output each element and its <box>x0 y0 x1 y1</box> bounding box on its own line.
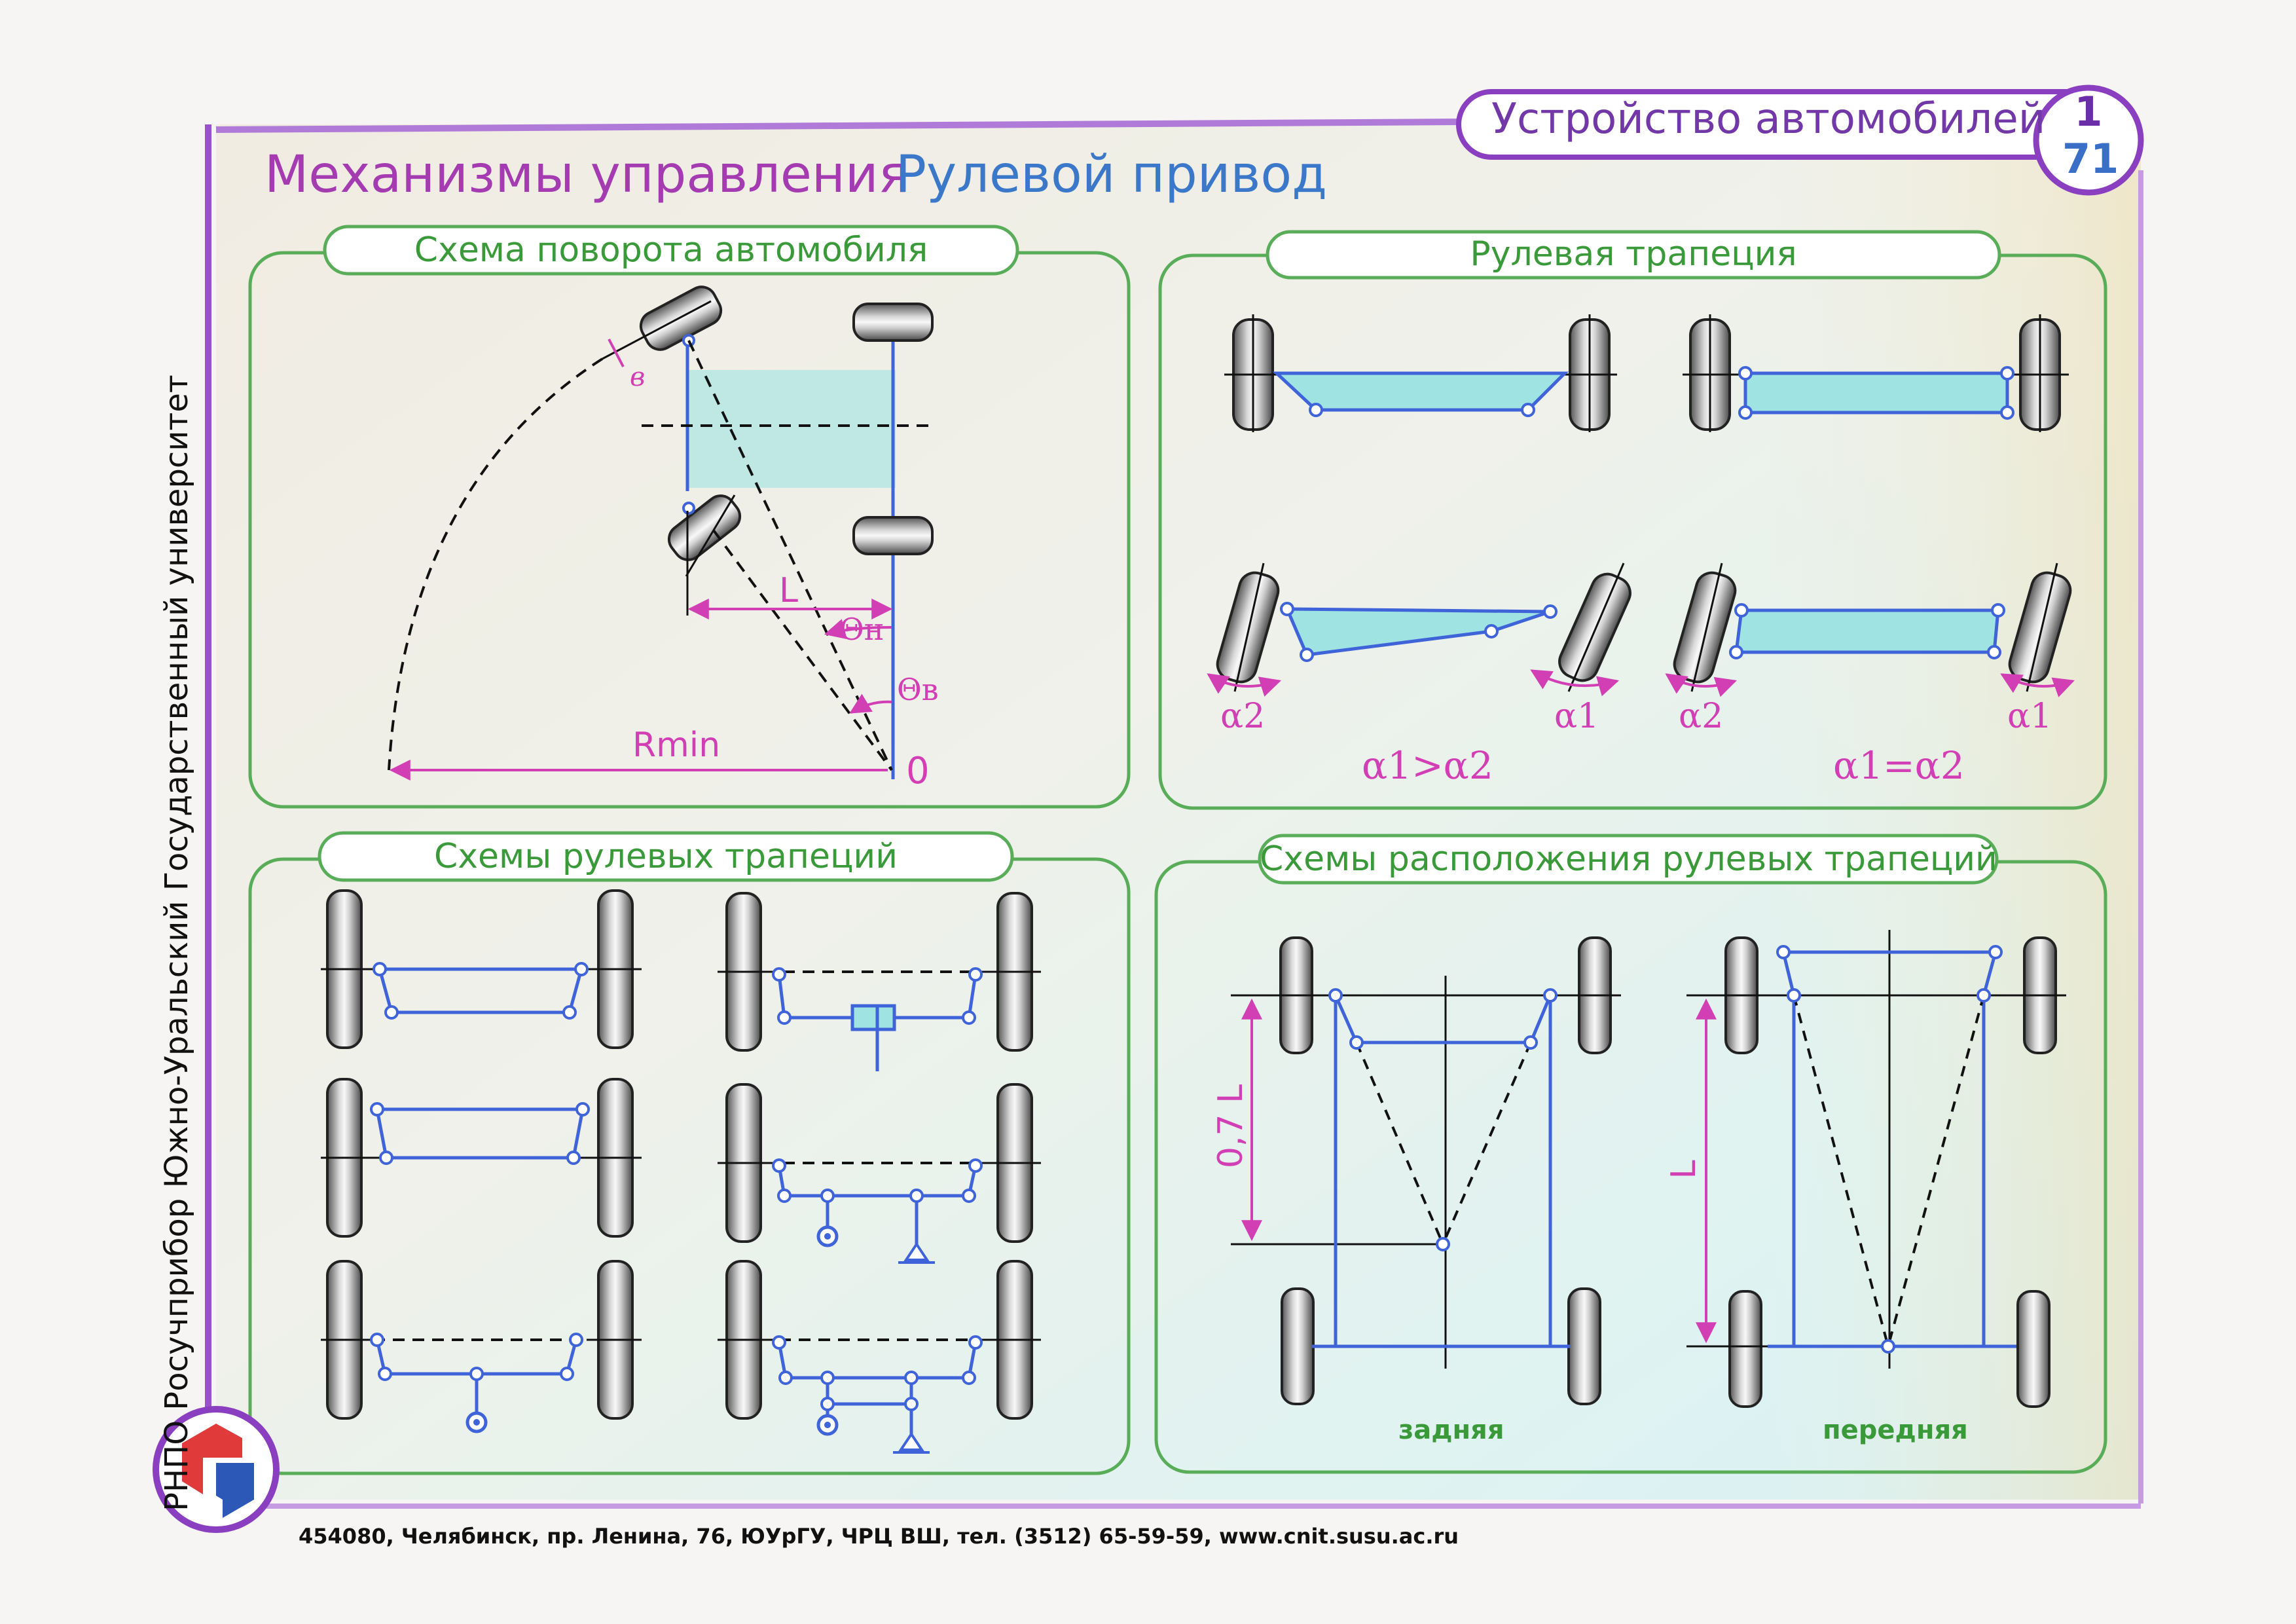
label-rmin: Rmin <box>632 726 721 765</box>
sidebar-vertical-text: РНПО Росучприбор Южно-Уральский Государс… <box>158 375 195 1511</box>
label-L-front: L <box>1664 1160 1704 1179</box>
series-title: Устройство автомобилей <box>1491 95 2046 143</box>
relation-unequal: α1>α2 <box>1362 743 1493 788</box>
label-theta-inner: Θн <box>839 612 884 647</box>
label-theta-outer: Θв <box>897 672 939 707</box>
main-title: Механизмы управления <box>264 145 909 204</box>
caption-rear: задняя <box>1398 1415 1504 1445</box>
sheet-number: 1 <box>2074 88 2103 136</box>
panel-title-trapezoid-schemes: Схемы рулевых трапеций <box>433 837 898 876</box>
label-alpha1-right: α1 <box>2007 697 2052 736</box>
sub-title: Рулевой привод <box>896 145 1328 204</box>
label-alpha2-right: α2 <box>1679 697 1724 736</box>
label-tire-width: в <box>630 362 646 392</box>
footer-address: 454080, Челябинск, пр. Ленина, 76, ЮУрГУ… <box>299 1524 1459 1549</box>
relation-equal: α1=α2 <box>1833 743 1965 788</box>
panel-title-steering-trapezoid: Рулевая трапеция <box>1470 234 1797 274</box>
caption-front: передняя <box>1823 1415 1968 1445</box>
label-07L: 0,7 L <box>1211 1084 1250 1169</box>
label-alpha1-left: α1 <box>1554 697 1599 736</box>
label-turn-center: 0 <box>906 750 930 792</box>
label-wheelbase: L <box>779 571 798 610</box>
panel-title-turn-scheme: Схема поворота автомобиля <box>414 231 928 270</box>
label-alpha2-left: α2 <box>1220 697 1266 736</box>
panel-title-trapezoid-layout: Схемы расположения рулевых трапеций <box>1260 840 1997 879</box>
sheet-page: 71 <box>2062 135 2119 183</box>
